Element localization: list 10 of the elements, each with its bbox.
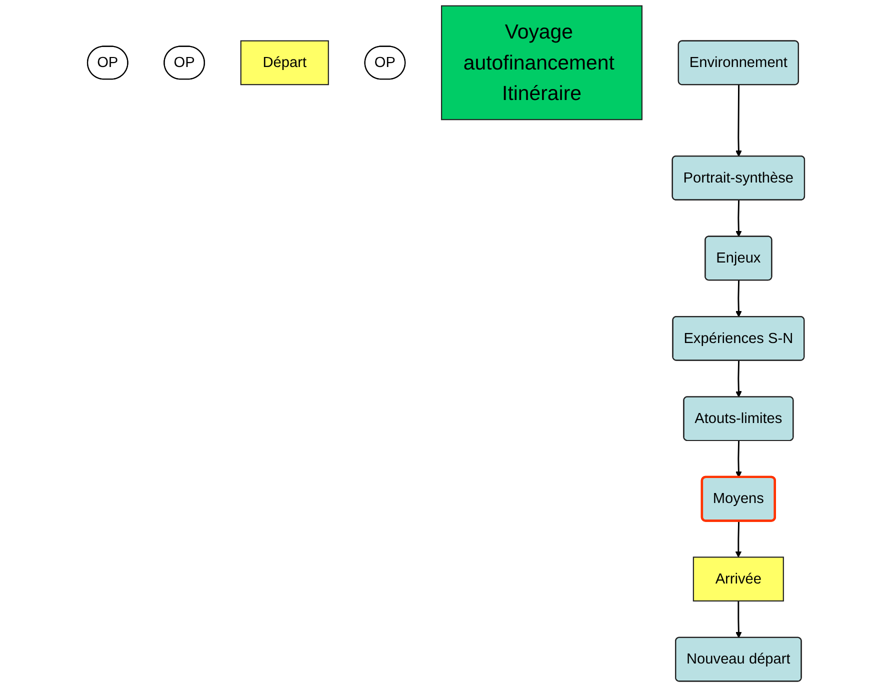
- node-box: Voyage autofinancement Itinéraire: [441, 5, 642, 120]
- arrow: [735, 600, 742, 638]
- arrow: [735, 521, 742, 558]
- node-box: Arrivée: [692, 556, 784, 602]
- arrow: [735, 440, 742, 478]
- arrow: [735, 360, 742, 398]
- node-box: Départ: [240, 40, 329, 86]
- arrow: [735, 84, 742, 157]
- arrow: [735, 280, 742, 318]
- arrow: [735, 200, 742, 237]
